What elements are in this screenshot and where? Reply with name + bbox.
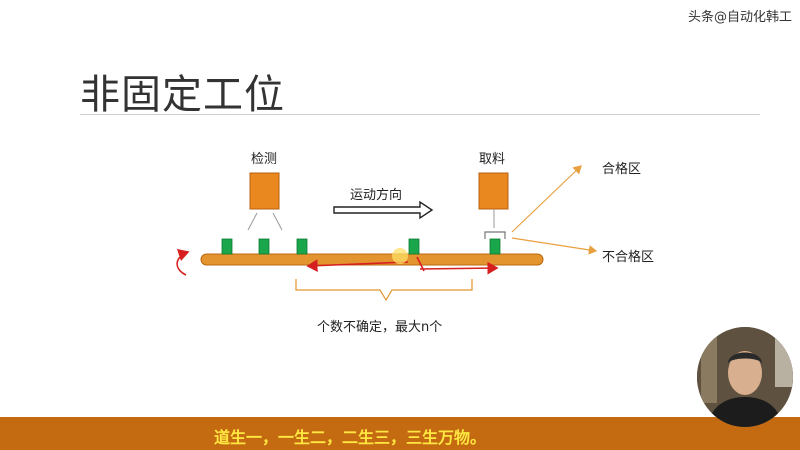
conveyor-belt bbox=[200, 253, 544, 266]
part bbox=[221, 238, 233, 255]
slide-title: 非固定工位 bbox=[80, 72, 285, 118]
direction-label: 运动方向 bbox=[350, 188, 403, 203]
fail-zone-label: 不合格区 bbox=[602, 250, 655, 265]
inspection-beam bbox=[247, 212, 283, 231]
red-annotations bbox=[306, 256, 499, 275]
direction-arrow-icon bbox=[333, 200, 434, 220]
pass-zone-label: 合格区 bbox=[602, 162, 642, 177]
rotation-arrow-icon bbox=[176, 248, 190, 276]
pickup-label: 取料 bbox=[479, 152, 506, 167]
pickup-gripper bbox=[484, 231, 506, 239]
count-brace bbox=[295, 279, 473, 302]
title-divider bbox=[80, 114, 760, 115]
part bbox=[296, 238, 308, 255]
pointer-highlight bbox=[392, 248, 408, 264]
workstation-diagram bbox=[176, 165, 598, 302]
subtitle-text: 道生一，一生二，二生三，三生万物。 bbox=[213, 428, 486, 447]
watermark: 头条@自动化韩工 bbox=[687, 10, 792, 25]
inspection-station bbox=[249, 172, 280, 210]
parts-on-conveyor bbox=[221, 238, 501, 255]
fail-route-arrow bbox=[511, 237, 598, 255]
pass-route-arrow bbox=[511, 165, 582, 233]
part bbox=[489, 238, 501, 255]
presenter-avatar-icon bbox=[697, 327, 793, 427]
subtitle-bar bbox=[0, 417, 800, 450]
presenter-webcam bbox=[697, 327, 793, 427]
part bbox=[408, 238, 420, 255]
pickup-station bbox=[478, 172, 509, 210]
count-note-label: 个数不确定，最大n个 bbox=[317, 320, 443, 335]
inspection-label: 检测 bbox=[251, 152, 278, 167]
part bbox=[258, 238, 270, 255]
